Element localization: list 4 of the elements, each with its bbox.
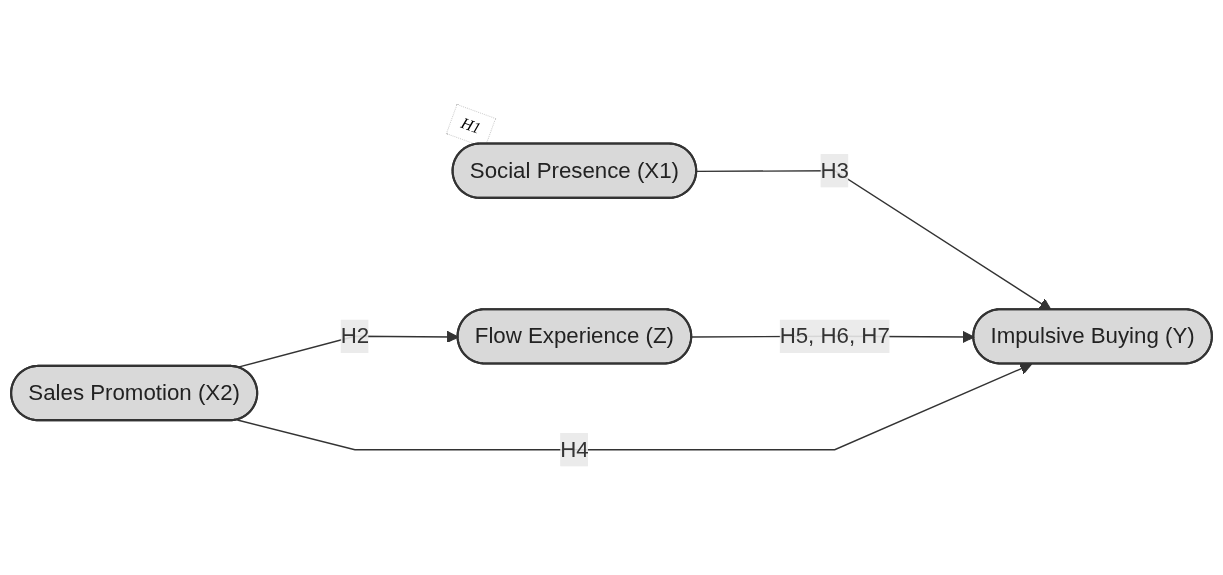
edge-label: H2 — [340, 323, 370, 348]
edge-label: H3 — [820, 158, 849, 182]
edge-label: H5, H6, H7 — [779, 323, 890, 348]
edge-label: H4 — [560, 437, 589, 461]
